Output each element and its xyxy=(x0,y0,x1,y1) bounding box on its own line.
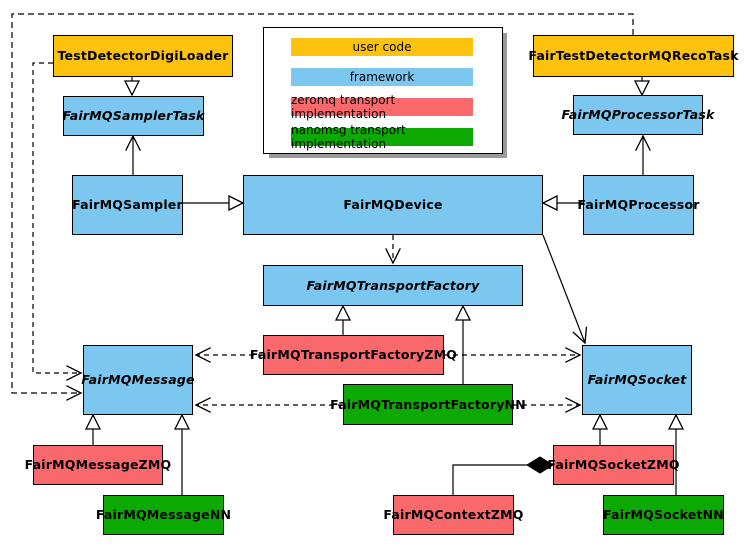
node-fairtestdetectormqrecotask: FairTestDetectorMQRecoTask xyxy=(528,35,738,77)
node-fairmqdevice: FairMQDevice xyxy=(243,175,543,235)
edge-digiloader-message xyxy=(32,62,83,381)
node-fairmqsamplertask: FairMQSamplerTask xyxy=(62,96,204,136)
node-fairmqprocessortask: FairMQProcessorTask xyxy=(561,95,714,135)
node-fairmqmessage: FairMQMessage xyxy=(81,345,194,415)
legend: user code framework zeromq transport imp… xyxy=(263,27,503,154)
legend-item-user-code: user code xyxy=(291,38,473,56)
node-fairmqcontextzmq: FairMQContextZMQ xyxy=(383,495,523,535)
legend-item-nanomsg: nanomsg transport implementation xyxy=(291,123,473,151)
node-fairmqprocessor: FairMQProcessor xyxy=(577,175,699,235)
node-fairmqmessagenn: FairMQMessageNN xyxy=(96,495,231,535)
node-fairmqtransportfactorynn: FairMQTransportFactoryNN xyxy=(330,384,526,425)
node-fairmqsocket: FairMQSocket xyxy=(582,345,692,415)
edge-socketzmq-contextzmq xyxy=(452,464,528,495)
legend-item-framework: framework xyxy=(291,68,473,86)
node-fairmqmessagezmq: FairMQMessageZMQ xyxy=(25,445,171,485)
edge-device-socket xyxy=(542,234,588,345)
node-fairmqsocketnn: FairMQSocketNN xyxy=(603,495,724,535)
edge-recotask-message xyxy=(11,13,634,401)
node-fairmqtransportfactoryzmq: FairMQTransportFactoryZMQ xyxy=(250,335,457,375)
node-testdetectordigiloader: TestDetectorDigiLoader xyxy=(53,35,233,77)
composition-diamond xyxy=(526,456,554,474)
legend-item-zeromq: zeromq transport implementation xyxy=(291,93,473,121)
node-fairmqtransportfactory: FairMQTransportFactory xyxy=(263,265,523,306)
node-fairmqsocketzmq: FairMQSocketZMQ xyxy=(547,445,679,485)
node-fairmqsampler: FairMQSampler xyxy=(72,175,183,235)
